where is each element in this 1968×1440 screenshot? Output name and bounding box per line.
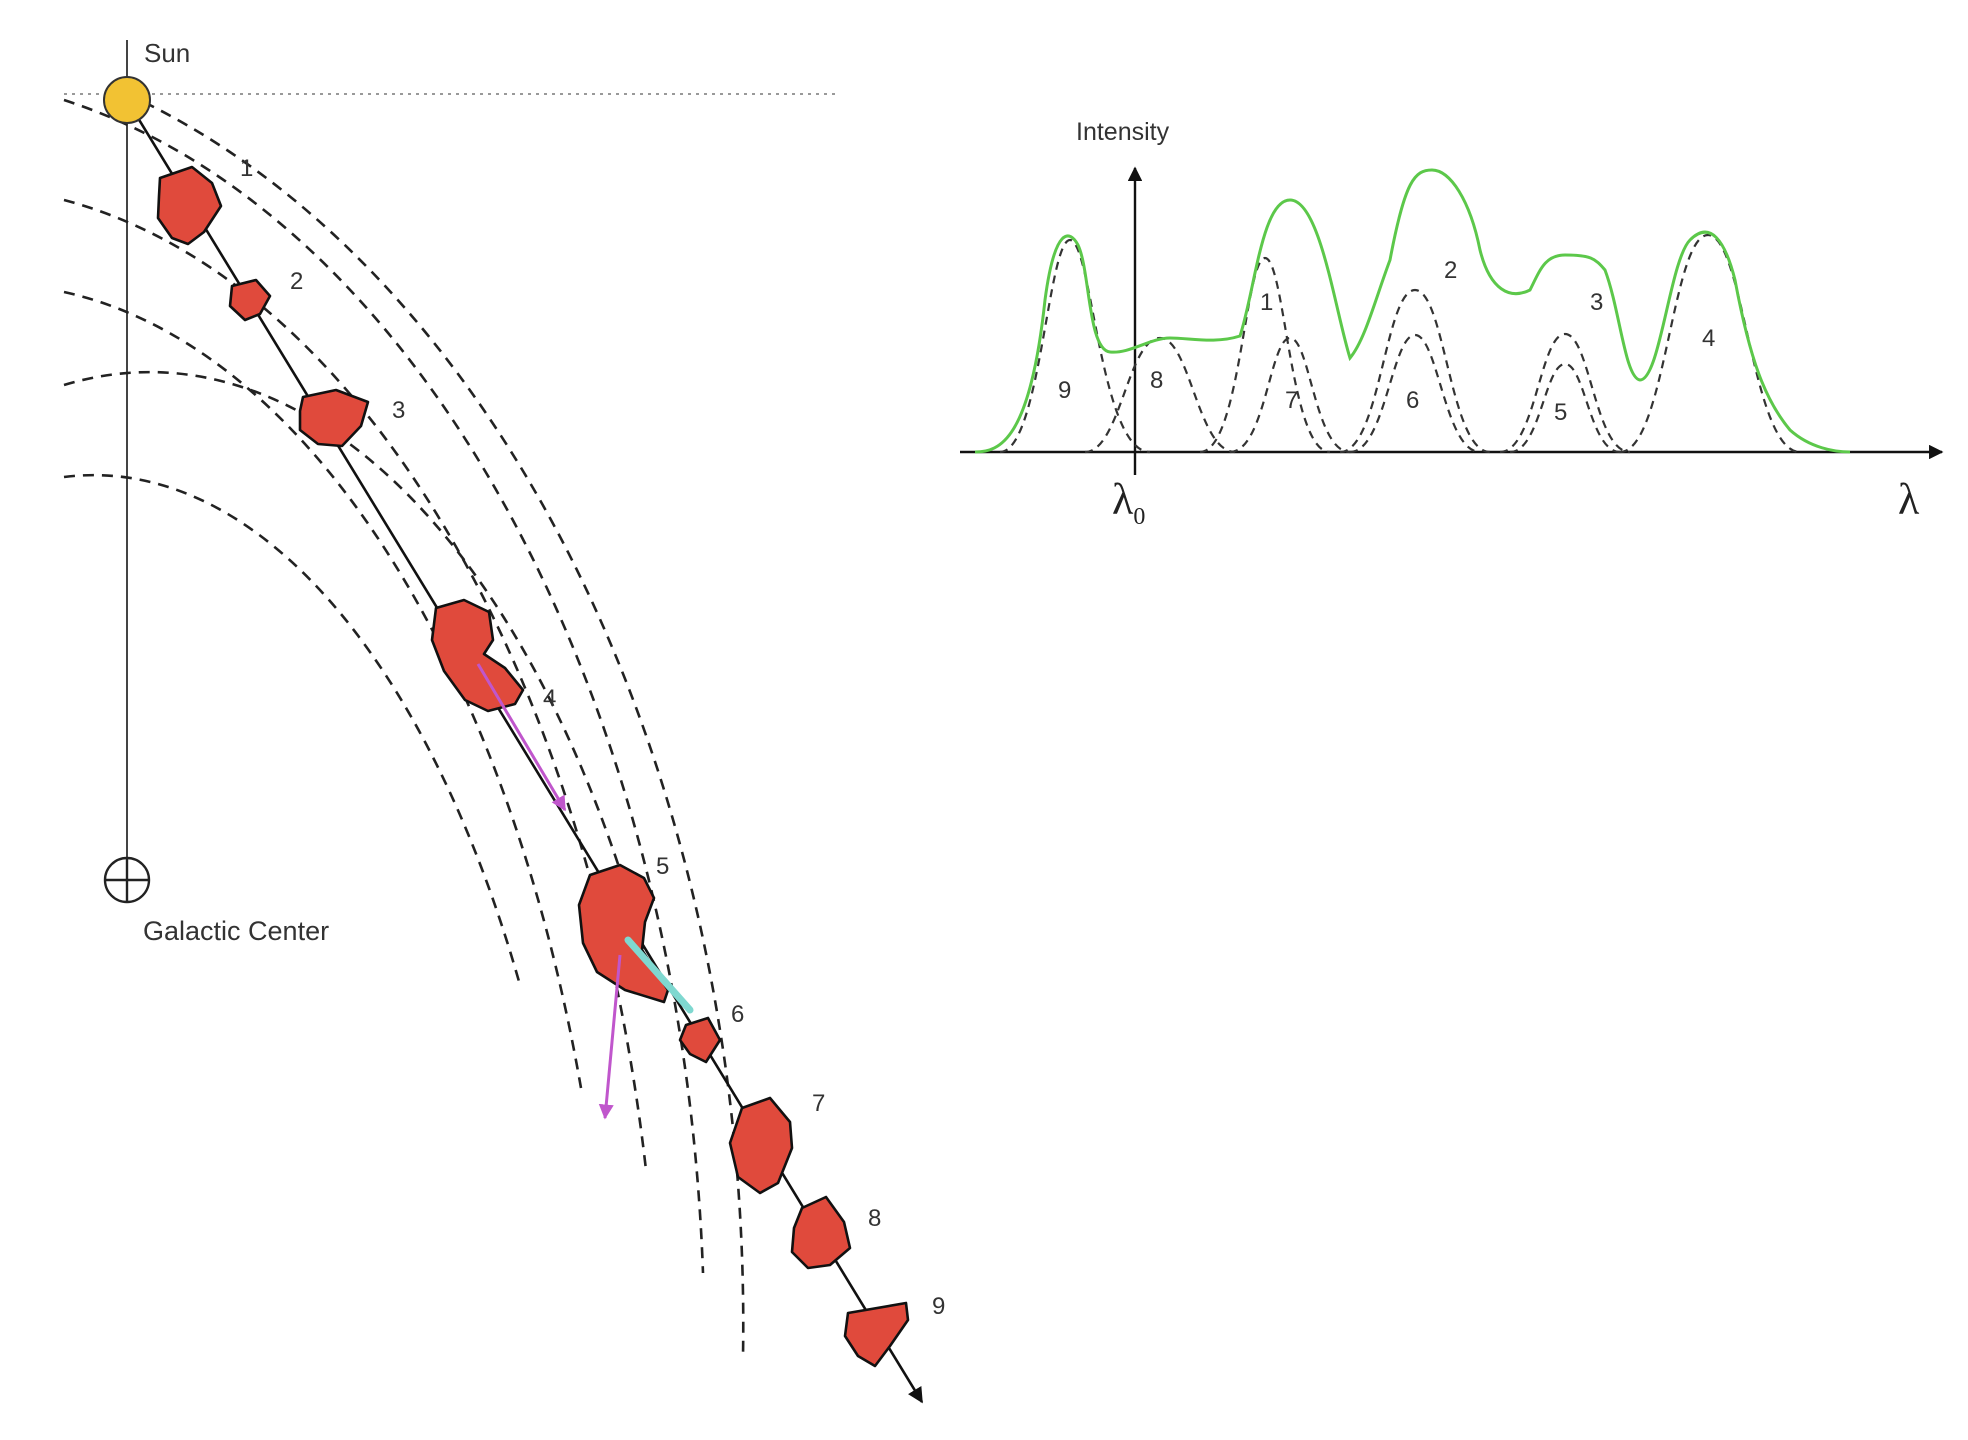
gas-clouds — [156, 165, 910, 1368]
gas-cloud-4 — [430, 598, 525, 713]
component-label-9: 9 — [1058, 377, 1071, 404]
component-profile-9 — [999, 238, 1151, 454]
galactic-ring — [126, 92, 745, 1357]
component-profile-4 — [1619, 233, 1801, 454]
rest-wavelength-label: λ0 — [1112, 475, 1145, 530]
component-profile-7 — [1229, 336, 1351, 454]
sun-icon — [103, 76, 151, 124]
galactic-center-label: Galactic Center — [143, 916, 329, 946]
gas-cloud-7 — [728, 1096, 794, 1195]
sun-label: Sun — [144, 38, 190, 68]
cloud-label-5: 5 — [656, 853, 669, 880]
velocity-arrow-4 — [476, 663, 567, 812]
component-profile-1 — [1199, 256, 1331, 454]
gas-cloud-5 — [577, 863, 670, 1004]
component-label-3: 3 — [1590, 289, 1603, 316]
total-intensity-profile — [974, 168, 1851, 454]
component-label-8: 8 — [1150, 367, 1163, 394]
component-profile-8 — [1084, 336, 1236, 454]
galactic-center-icon — [103, 856, 151, 904]
gas-cloud-6 — [678, 1016, 722, 1064]
spectral-components — [999, 233, 1801, 454]
cloud-label-9: 9 — [932, 1293, 945, 1320]
spectrum-y-axis-label: Intensity — [1076, 118, 1170, 146]
galactic-ring — [63, 473, 522, 986]
component-profile-6 — [1349, 333, 1481, 454]
cloud-labels: 1 2 3 4 5 6 7 8 9 — [240, 155, 945, 1320]
rotation-arrow-5 — [624, 936, 694, 1014]
line-of-sight — [125, 99, 924, 1404]
gas-cloud-3 — [298, 388, 370, 448]
cloud-label-2: 2 — [290, 268, 303, 295]
cloud-label-7: 7 — [812, 1090, 825, 1117]
component-labels: 9 8 1 7 2 6 3 5 4 — [1058, 257, 1715, 426]
cloud-label-6: 6 — [731, 1001, 744, 1028]
cloud-label-8: 8 — [868, 1205, 881, 1232]
velocity-arrow-5 — [598, 954, 622, 1120]
rest-wavelength-subscript: 0 — [1133, 504, 1145, 530]
spectrum-panel: Intensity λ λ0 9 8 1 7 2 6 3 5 4 — [960, 118, 1944, 530]
component-profile-2 — [1339, 288, 1491, 454]
component-label-4: 4 — [1702, 325, 1715, 352]
galactic-ring — [63, 198, 648, 1171]
rest-wavelength-symbol: λ — [1112, 475, 1134, 524]
gas-cloud-2 — [228, 278, 272, 322]
gas-cloud-1 — [156, 165, 223, 246]
cloud-label-1: 1 — [240, 155, 253, 182]
galactic-ring — [63, 290, 583, 1089]
component-label-1: 1 — [1260, 289, 1273, 316]
component-label-7: 7 — [1285, 387, 1298, 414]
galactic-ring — [63, 98, 705, 1274]
component-label-6: 6 — [1406, 387, 1419, 414]
galactic-ring — [63, 370, 622, 871]
gas-cloud-9 — [843, 1301, 910, 1368]
galactic-rings — [63, 92, 745, 1357]
cloud-label-4: 4 — [543, 685, 556, 712]
component-profile-5 — [1509, 362, 1621, 454]
component-profile-3 — [1499, 332, 1631, 454]
spectrum-x-axis-label: λ — [1898, 475, 1920, 524]
component-label-2: 2 — [1444, 257, 1457, 284]
cloud-label-3: 3 — [392, 397, 405, 424]
galaxy-panel: Sun Galactic Center 1 2 3 — [63, 38, 945, 1404]
component-label-5: 5 — [1554, 399, 1567, 426]
gas-cloud-8 — [790, 1195, 852, 1270]
